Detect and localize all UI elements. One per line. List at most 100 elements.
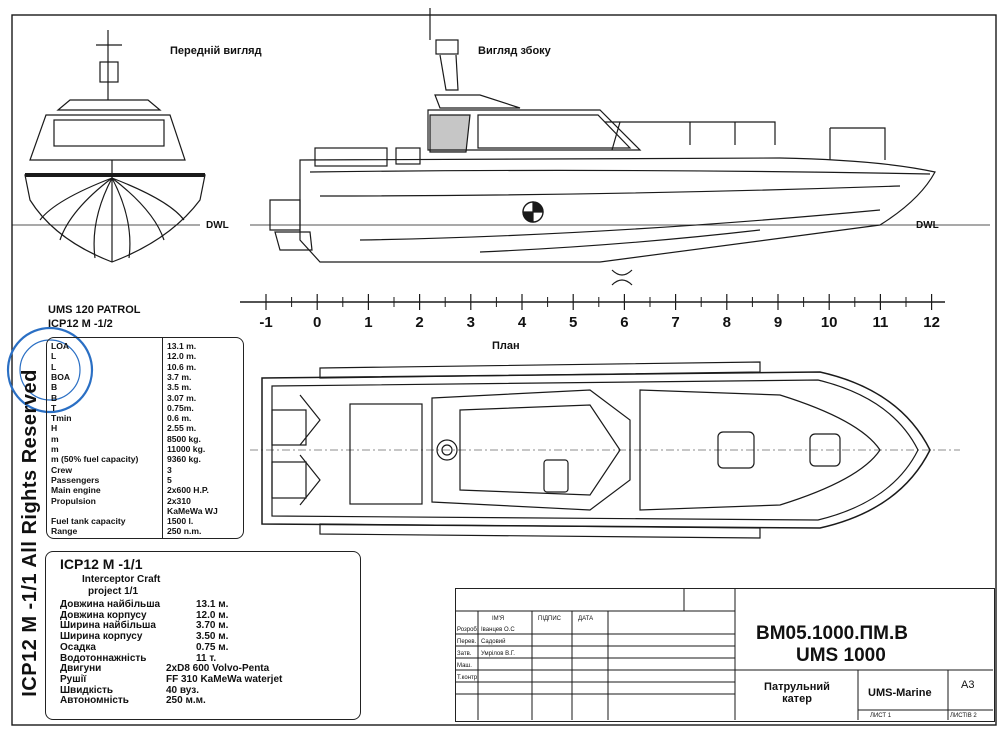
spec-label: Tmin: [51, 413, 72, 424]
craft-value: 0.75 м.: [196, 641, 229, 653]
side-view-label: Вигляд збоку: [478, 45, 551, 57]
spec-label: m: [51, 444, 59, 454]
format: А3: [961, 679, 975, 691]
role-label: Перев.: [457, 639, 477, 645]
scale-tick-label: 8: [722, 314, 731, 331]
scale-tick-label: 6: [620, 314, 629, 331]
spec-value: 3.7 m.: [167, 371, 192, 382]
craft-value: 3.70 м.: [196, 620, 229, 632]
craft-label: Двигуни: [60, 663, 102, 675]
spec-header-line2: ICP12 M -1/2: [48, 318, 113, 330]
craft-table: ICP12 M -1/1 Interceptor Craft project 1…: [45, 551, 361, 720]
sheet: ЛИСТ 1: [870, 713, 892, 719]
scale-tick-label: -1: [259, 314, 273, 331]
scale-tick-label: 12: [923, 314, 940, 331]
col-sign: ПІДПИС: [538, 616, 562, 622]
vertical-title: ICP12 M -1/1 All Rights Reserved: [19, 369, 41, 697]
craft-label: Водотоннажність: [60, 652, 147, 664]
spec-value: 5: [167, 474, 172, 485]
plan-view-label: План: [492, 340, 520, 352]
spec-value: 10.6 m.: [167, 361, 197, 372]
craft-label: Швидкість: [60, 684, 114, 696]
craft-label: Автономність: [60, 695, 129, 707]
sheet-frame: [11, 14, 997, 726]
role-name: Умрілов В.Г.: [481, 651, 515, 657]
role-label: Маш.: [457, 663, 472, 669]
craft-name: ICP12 M -1/1: [60, 556, 143, 572]
craft-value: 2xD8 600 Volvo-Penta: [166, 663, 270, 675]
side-view-hull: [250, 8, 990, 286]
spec-divider: [162, 338, 163, 538]
scale-tick-label: 1: [364, 314, 373, 331]
scale-tick-label: 10: [820, 314, 838, 331]
spec-label: H: [51, 423, 58, 434]
craft-label: Довжина найбільша: [60, 599, 161, 610]
spec-label: L: [51, 351, 57, 362]
spec-label: Passengers: [51, 474, 100, 485]
spec-label: Fuel tank capacity: [51, 516, 126, 527]
spec-value: 3: [167, 464, 172, 475]
spec-value: 3.07 m.: [167, 392, 197, 403]
craft-value: 40 вуз.: [166, 684, 199, 696]
spec-value: 9360 kg.: [167, 454, 201, 465]
spec-value: 13.1 m.: [167, 341, 197, 351]
spec-value: 3.5 m.: [167, 382, 192, 393]
craft-value: 13.1 м.: [196, 599, 229, 610]
spec-label: L: [51, 361, 57, 372]
spec-value: 11000 kg.: [167, 444, 206, 454]
spec-table: LOA 13.1 m. L 12.0 m. L 10.6 m. BOA 3.7 m. B 3.5 …: [46, 337, 244, 539]
scale-tick-label: 0: [313, 314, 322, 331]
spec-label: m: [51, 433, 59, 444]
title-block-grid: [455, 588, 993, 720]
spec-value: 1500 l.: [167, 516, 194, 527]
scale-tick-label: 3: [466, 314, 475, 331]
role-name: Садовий: [481, 639, 506, 645]
front-view-label: Передній вигляд: [170, 45, 262, 57]
spec-label: T: [51, 402, 57, 413]
scale-tick-label: 2: [415, 314, 424, 331]
craft-value: 11 т.: [196, 652, 217, 664]
spec-label: m (50% fuel capacity): [51, 454, 139, 465]
craft-label: Рушії: [60, 673, 87, 685]
stamp-outer: [6, 326, 94, 414]
spec-value: KaMeWa WJ: [167, 505, 218, 516]
scale-tick-label: 11: [872, 314, 889, 331]
craft-label: Ширина корпусу: [60, 631, 143, 643]
craft-project: project 1/1: [88, 586, 139, 597]
doc-number: BM05.1000.ПМ.В: [756, 623, 908, 644]
spec-label: Main engine: [51, 485, 101, 496]
role-label: Розроб.: [457, 627, 479, 633]
role-name: Іванцев О.С: [481, 627, 515, 633]
spec-label: B: [51, 382, 58, 393]
craft-value: 12.0 м.: [196, 609, 229, 621]
company: UMS-Marine: [868, 687, 932, 699]
craft-label: Довжина корпусу: [60, 609, 147, 621]
description: Патрульний катер: [764, 681, 830, 705]
plan-view-hull: [250, 361, 960, 539]
craft-type: Interceptor Craft: [82, 574, 161, 585]
craft-value: FF 310 KaMeWa waterjet: [166, 673, 283, 685]
spec-value: 2x310: [167, 495, 191, 506]
model-name: UMS 1000: [796, 645, 886, 666]
spec-header-line1: UMS 120 PATROL: [48, 304, 141, 316]
spec-value: 8500 kg.: [167, 433, 201, 444]
spec-label: Propulsion: [51, 495, 96, 506]
spec-value: 2.55 m.: [167, 423, 197, 434]
spec-label: B: [51, 392, 58, 403]
col-name: ІМ'Я: [492, 616, 505, 622]
spec-value: 250 n.m.: [167, 526, 202, 537]
spec-value: 2x600 H.P.: [167, 485, 209, 496]
spec-label: BOA: [51, 371, 71, 382]
role-label: Т.контр.: [457, 675, 479, 681]
dwl-label-left: DWL: [206, 220, 229, 231]
spec-label: LOA: [51, 341, 70, 351]
spec-value: 12.0 m.: [167, 351, 197, 362]
dwl-label-right: DWL: [916, 220, 939, 231]
craft-value: 3.50 м.: [196, 631, 229, 643]
craft-label: Ширина найбільша: [60, 620, 156, 632]
craft-value: 250 м.м.: [166, 695, 206, 707]
spec-value: 0.6 m.: [167, 413, 192, 424]
sheets: ЛИСТІВ 2: [950, 713, 977, 719]
